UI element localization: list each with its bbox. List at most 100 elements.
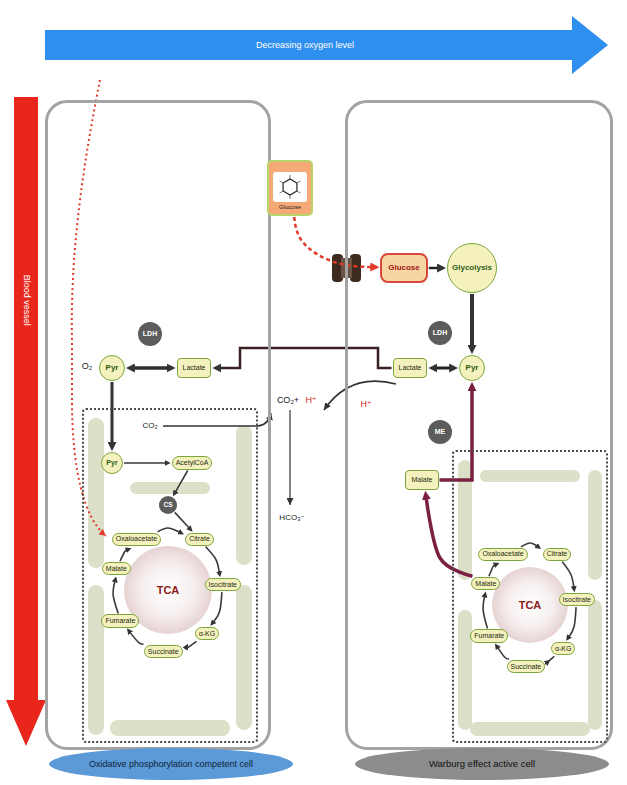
node-label: Oxaloacetate (482, 550, 523, 558)
metabolite-pill: Citrate (543, 548, 572, 561)
metabolite-pill: α-KG (195, 627, 220, 640)
bicarbonate-arrow (289, 410, 290, 505)
node-label: α-KG (555, 645, 572, 653)
cell-outline: Oxaloacetate CitrateIsocitrate α-KG Succina… (345, 100, 613, 750)
product-label: CO₂+ (277, 395, 299, 405)
node-label: Succinate (148, 648, 179, 656)
node-label: Citrate (547, 550, 568, 558)
mitochondrion: Oxaloacetate CitrateIsocitrate α-KG Succina… (452, 450, 608, 743)
connector (120, 550, 126, 561)
node-label: Glucose (279, 204, 301, 211)
molecule-bond (297, 191, 300, 193)
node-label: Fumarate (105, 617, 135, 625)
connector (134, 366, 168, 370)
molecule-card (273, 172, 307, 202)
metabolite-pill: Citrate (185, 533, 214, 546)
connector (124, 462, 165, 464)
molecule-bond (290, 175, 291, 179)
glucose-icon: Glucose (267, 160, 313, 216)
connector (483, 597, 487, 629)
glucose-box: Glucose (380, 253, 428, 283)
node-label: ME (435, 428, 446, 436)
enzyme-circle: ME (428, 420, 452, 444)
metabolite-box: Lactate (393, 358, 428, 378)
vessel-caption: Blood vessel (22, 274, 32, 325)
ion-label: HCO₃⁻ (279, 513, 304, 522)
node-label: Isocitrate (209, 581, 237, 589)
connector (175, 512, 189, 527)
connector (206, 547, 220, 572)
node-label: CS (163, 501, 172, 508)
metabolite-pill: Fumarate (470, 629, 508, 642)
arrow-caption: Decreasing oxygen level (256, 40, 354, 50)
ion-label: H⁺ (305, 395, 316, 405)
metabolite-box: Malate (405, 470, 438, 490)
node-label: AcetylCoA (176, 459, 209, 467)
metabolite-pill: Isocitrate (559, 593, 595, 606)
cell-outline: PyrAcetylCoACSOxaloacetateCitrateIsocitr… (45, 100, 271, 750)
metabolite-circle: Pyr (99, 355, 125, 381)
connector (436, 367, 450, 370)
molecule-bond (297, 181, 300, 183)
node-label: Lactate (183, 364, 206, 372)
connector (176, 471, 188, 492)
metabolite-pill: AcetylCoA (172, 456, 213, 469)
connector (111, 382, 114, 443)
node-label: Pyr (106, 459, 117, 467)
node-label: Oxaloacetate (116, 535, 157, 543)
molecule-bond (280, 191, 283, 193)
node-label: LDH (143, 330, 157, 338)
connector (429, 267, 438, 270)
metabolite-pill: Isocitrate (205, 578, 241, 591)
glucose-molecule (273, 172, 307, 202)
label-ellipse-shape (49, 748, 293, 780)
molecule-ring (283, 179, 297, 195)
enzyme-circle: CS (159, 496, 177, 514)
metabolite-pill: Malate (471, 577, 500, 590)
node-label: Warburg effect active cell (392, 759, 571, 770)
co2-release (163, 413, 271, 426)
molecule-bond (290, 195, 291, 199)
node-label: Malate (411, 476, 432, 484)
node-label: LDH (433, 329, 447, 337)
node-label: Glycolysis (452, 263, 492, 272)
metabolite-pill: Fumarate (101, 614, 139, 627)
connector (545, 656, 554, 663)
node-label: Succinate (511, 663, 542, 671)
node-label: Fumarate (474, 632, 504, 640)
metabolite-pill: Oxaloacetate (112, 533, 161, 546)
node-label: α-KG (199, 630, 216, 638)
metabolite-pill: Malate (102, 562, 131, 575)
connector (489, 565, 495, 576)
gas-label: O₂ (82, 361, 93, 371)
blood-vessel-arrow (6, 97, 46, 746)
molecule-bond (280, 181, 283, 183)
connector (158, 528, 180, 532)
ion-label: H⁺ (360, 399, 371, 409)
connector (498, 648, 509, 659)
connector (113, 582, 118, 614)
node-label: Lactate (399, 364, 422, 372)
label-ellipse-shape (355, 748, 609, 780)
node-label: Pyr (106, 363, 119, 372)
enzyme-circle: LDH (428, 321, 452, 345)
node-label: Malate (475, 580, 496, 588)
connector (569, 607, 576, 636)
node-label: Isocitrate (563, 596, 591, 604)
metabolite-pill: Oxaloacetate (478, 548, 527, 561)
connector (470, 294, 474, 346)
metabolite-circle: Glycolysis (447, 243, 497, 293)
metabolite-pill: α-KG (551, 642, 576, 655)
metabolite-pill: Succinate (507, 660, 546, 673)
mitochondrion: Pyr AcetylCoA CS Oxaloacetate CitrateIsocitr… (82, 408, 258, 743)
enzyme-circle: LDH (138, 322, 162, 346)
connector (562, 562, 574, 587)
oxygen-gradient-arrow (45, 16, 608, 74)
connector (130, 633, 143, 645)
connector (426, 499, 472, 576)
connector (214, 592, 222, 622)
node-label: Glucose (388, 263, 420, 272)
connector (220, 348, 391, 368)
metabolite-circle: Pyr (101, 452, 123, 474)
connector (294, 217, 371, 267)
